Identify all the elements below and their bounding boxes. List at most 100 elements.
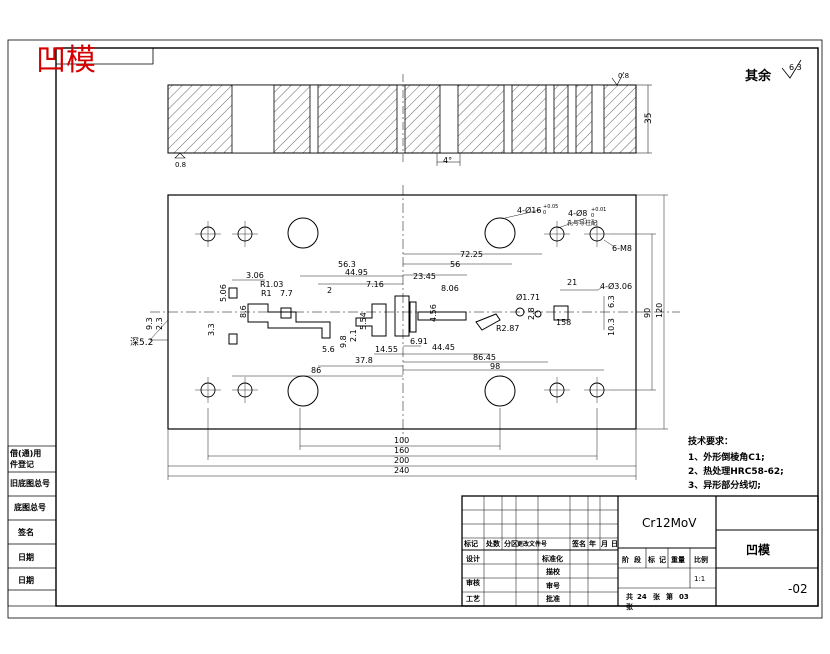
stage-weight: 重量 [671,555,685,564]
dim-56: 56 [450,260,460,269]
callout-dowel-holes: 4-Ø8 [568,208,587,218]
dim-158: 158 [556,318,571,327]
tolerance-lower-2: 0 [591,213,594,219]
dim-56-3: 56.3 [338,260,356,269]
dim-6-91: 6.91 [410,337,428,346]
dim-86: 86 [311,366,321,375]
material: Cr12MoV [642,516,697,530]
dim-r1: R1 [261,289,272,298]
dim-37-8: 37.8 [355,356,373,365]
outer-border [7,39,823,619]
strip-label-5: 签名 [17,527,34,537]
sheet-unit-2: 张 [626,602,634,611]
callout-small-holes: 4-Ø3.06 [600,281,632,291]
dim-23-45: 23.45 [413,272,436,281]
dim-3-3: 3.3 [207,323,216,336]
title-header-row: 标记 处数 分区 更改文件号 签名 年 月 日 [463,539,618,548]
guide-hole [484,375,516,407]
sheet-unit-1: 张 [653,592,661,601]
dim-phi-1-71: Ø1.71 [516,292,540,302]
punch-opening-center [394,295,410,337]
label-approve: 批准 [546,594,560,603]
label-review: 审核 [466,578,480,587]
dim-5-54: 5.54 [359,312,368,330]
label-standardization: 标准化 [541,554,563,563]
stage-2: 段 [634,555,641,564]
label-design: 设计 [466,554,480,563]
dim-160: 160 [394,446,409,455]
sheet-info: 共 24 张 第 03 张 [626,592,689,611]
guide-hole [287,217,319,249]
strip-label-6: 日期 [18,552,34,562]
dim-4-56: 4.56 [429,304,438,322]
dim-98: 98 [490,362,500,371]
dim-200: 200 [394,456,409,465]
dim-5-6: 5.6 [322,345,335,354]
tech-item-1: 1、外形倒棱角C1; [688,451,765,463]
section-view: 35 0.8 0.8 4° [167,71,654,169]
roughness-value: 6.3 [789,63,802,72]
sheet-total: 24 [637,593,647,601]
punch-opening-center-left [355,303,387,337]
header-count: 处数 [485,539,501,548]
dim-90: 90 [643,308,652,318]
stage-scale: 比例 [694,555,708,564]
tech-item-3: 3、异形部分线切; [688,479,761,491]
label-audit: 审号 [546,581,560,590]
dim-14-55: 14.55 [375,345,398,354]
dim-9-8: 9.8 [339,335,348,348]
roughness-note: 其余 [745,68,772,84]
depth-note: 深5.2 [130,337,153,348]
tech-requirements: 技术要求： 1、外形倒棱角C1; 2、热处理HRC58-62; 3、异形部分线切… [688,435,784,491]
sheet-no-label: 第 [666,592,673,601]
roughness-bottom: 0.8 [175,161,186,169]
dim-r2-87: R2.87 [496,324,519,333]
strip-label-1: 借(通)用 [9,448,41,458]
dim-100: 100 [394,436,409,445]
dim-6-3: 6.3 [607,295,616,308]
dim-2-8: 2.8 [527,307,536,320]
dim-44-45: 44.45 [432,343,455,352]
scale: 1:1 [694,575,705,583]
dim-2-3: 2.3 [155,317,164,330]
header-signature: 签名 [571,539,586,548]
section-height-dim: 35 [644,113,654,124]
punch-opening-left [247,303,331,339]
title-block [461,495,819,607]
tech-item-2: 2、热处理HRC58-62; [688,465,784,477]
header-year: 年 [589,539,596,548]
roughness-top: 0.8 [618,72,629,80]
roughness-symbol-icon [781,59,802,79]
dim-r1-03: R1.03 [260,280,283,289]
dim-2: 2 [327,286,332,295]
header-month: 月 [600,540,608,548]
dim-72-25: 72.25 [460,250,483,259]
part-name: 凹模 [746,542,771,557]
dim-10-3: 10.3 [607,318,616,336]
label-proofread: 描校 [546,567,561,576]
stage-1: 阶 [622,555,630,564]
dim-5-06: 5.06 [219,284,228,302]
label-process: 工艺 [466,594,480,603]
tolerance-lower: 0 [543,210,546,216]
stage-3: 标 [647,555,655,564]
dim-3-06: 3.06 [246,271,264,280]
dim-21: 21 [567,278,577,287]
inner-border [55,47,819,607]
header-zone: 分区 [504,539,518,548]
callout-threads: 6-M8 [612,244,632,253]
left-strip [7,445,57,607]
dim-120: 120 [655,303,664,318]
dim-9-3: 9.3 [145,317,154,330]
header-day: 日 [611,540,618,548]
header-change-doc: 更改文件号 [517,540,547,548]
callout-note: 孔与导柱配 [567,219,597,227]
sheet-total-label: 共 [626,592,633,601]
sheet-no: 03 [679,593,689,601]
strip-label-7: 日期 [18,575,34,585]
tolerance-upper-2: +0.01 [591,207,606,213]
dim-2-1: 2.1 [349,329,358,342]
dim-44-95: 44.95 [345,268,368,277]
dim-86-45: 86.45 [473,353,496,362]
